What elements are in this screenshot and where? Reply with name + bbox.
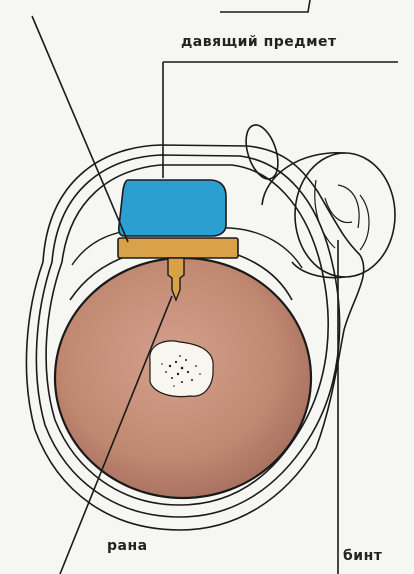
leader-line-top-left (32, 16, 128, 242)
wound-site (150, 341, 213, 397)
pressing-object (119, 180, 226, 236)
label-bandage: бинт (343, 548, 382, 564)
leader-line-top-right (220, 0, 310, 12)
label-pressing-object: давящий предмет (181, 34, 337, 50)
label-wound: рана (107, 538, 148, 554)
